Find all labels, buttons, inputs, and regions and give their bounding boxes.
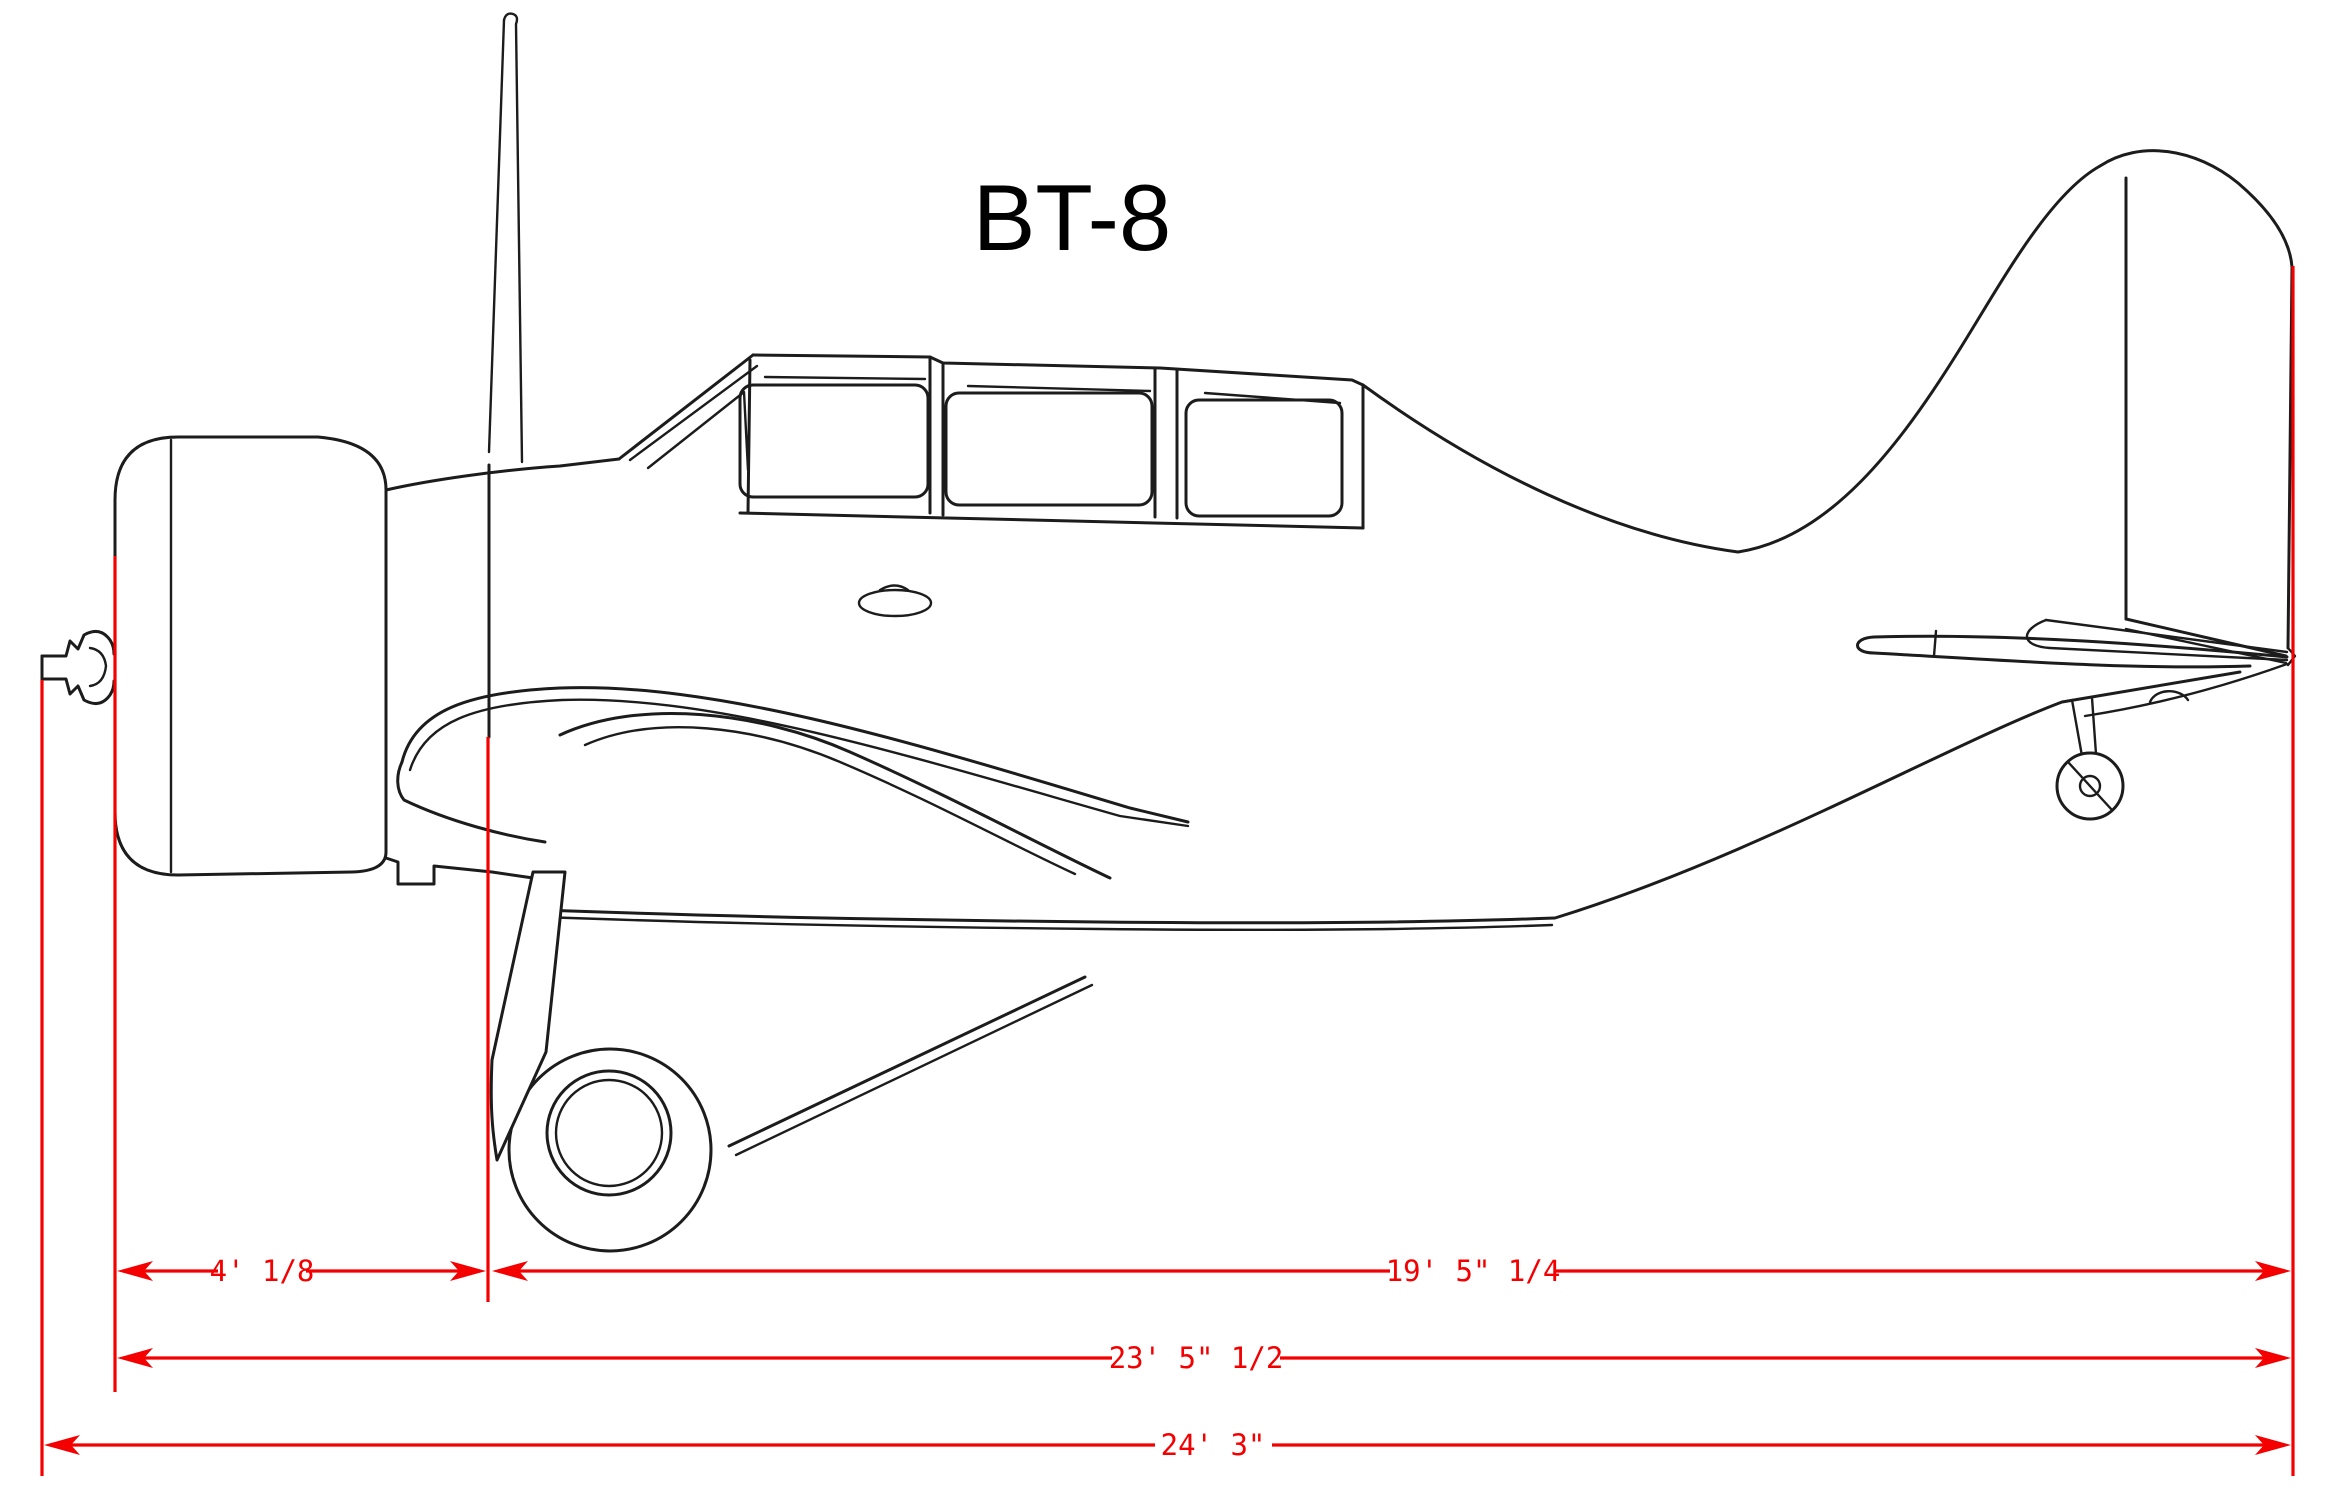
dimension-extension-lines	[40, 266, 2295, 1476]
rudder	[2124, 617, 2288, 658]
dimension-label-nose-section: 4' 1/8	[210, 1254, 315, 1288]
windshield	[617, 353, 759, 472]
dimension-label-cowl-to-tail: 23' 5" 1/2	[1109, 1341, 1284, 1375]
canopy-window-3	[1184, 398, 1344, 518]
antenna-mast	[487, 12, 524, 464]
main-wheel	[545, 1069, 673, 1197]
dimension-firewall-to-tail: 19' 5" 1/4	[492, 1254, 2291, 1288]
landing-gear	[489, 870, 1094, 1253]
venturi-tube	[857, 584, 933, 618]
wheel-spat	[507, 1047, 713, 1253]
elevator	[2083, 662, 2289, 718]
fuselage	[384, 457, 2242, 931]
dimension-label-firewall-to-tail: 19' 5" 1/4	[1386, 1254, 1561, 1288]
propeller-hub	[40, 629, 116, 706]
wing-root-fairing	[396, 686, 1190, 880]
dimension-nose-section: 4' 1/8	[117, 1254, 486, 1288]
canopy-window-1	[738, 383, 930, 499]
gear-fairing-rear-edge	[727, 975, 1087, 1148]
tailwheel	[2055, 696, 2125, 821]
vertical-fin	[1361, 149, 2297, 667]
dimension-cowl-to-tail: 23' 5" 1/2	[117, 1341, 2291, 1375]
dimension-label-overall-length: 24' 3"	[1161, 1428, 1266, 1462]
horizontal-stabilizer	[1856, 618, 2289, 718]
elevator-hinge-tick	[1932, 629, 1938, 658]
landing-gear-leg	[489, 870, 567, 1162]
canopy	[738, 353, 1365, 530]
engine-cowling	[113, 435, 388, 877]
drawing-title: BT-8	[973, 165, 1172, 270]
dimension-overall-length: 24' 3"	[44, 1428, 2291, 1462]
canopy-window-2	[944, 391, 1154, 507]
